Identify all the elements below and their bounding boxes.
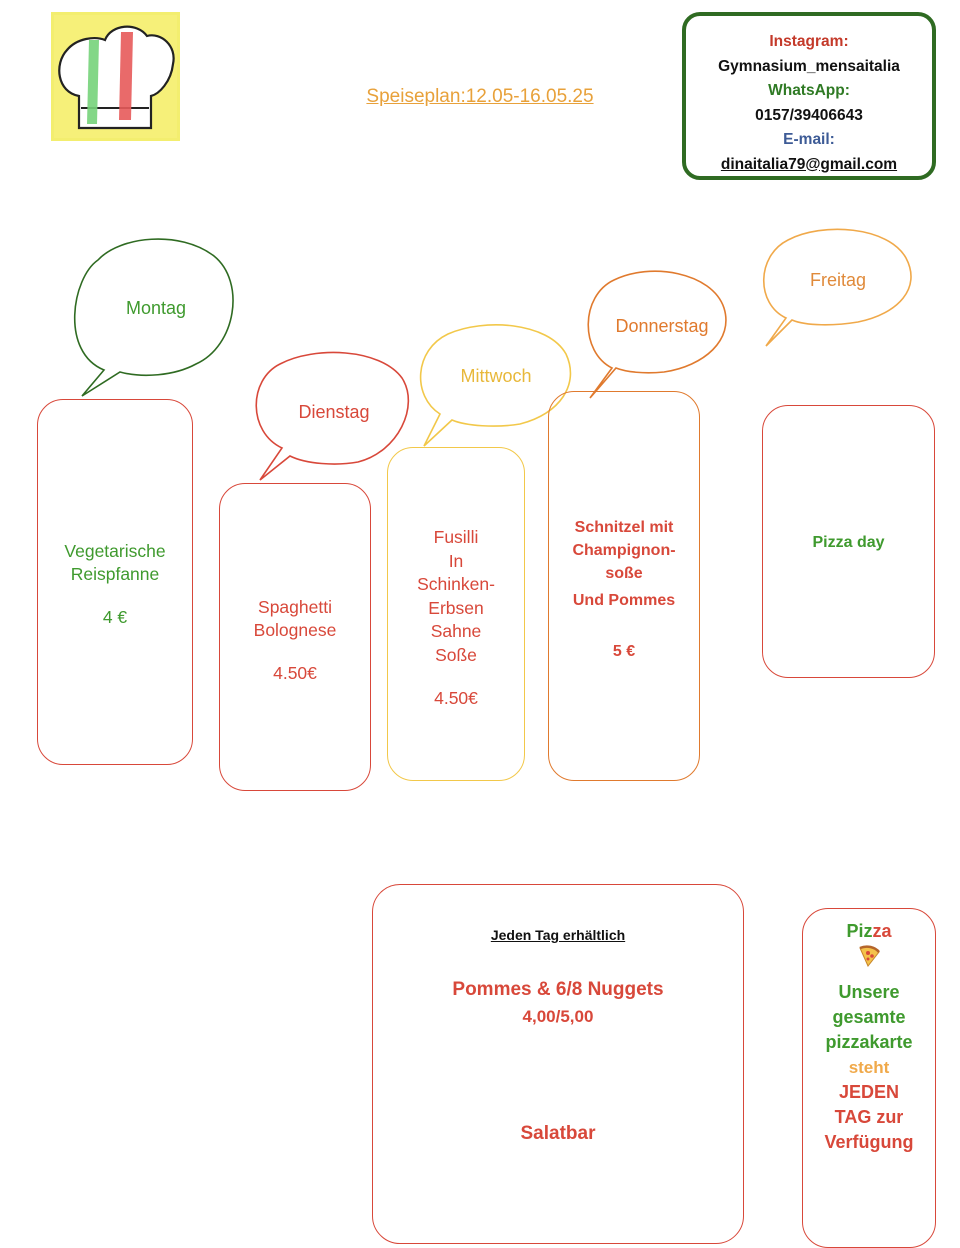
dish-line: soße — [605, 565, 643, 582]
pizza-note-line: Verfügung — [824, 1132, 914, 1152]
dish-line: Champignon- — [572, 542, 676, 559]
day-label-friday: Freitag — [809, 270, 867, 290]
everyday-box: Jeden Tag erhältlich Pommes & 6/8 Nugget… — [372, 884, 744, 1244]
day-label-tuesday: Dienstag — [298, 402, 370, 422]
everyday-heading: Jeden Tag erhältlich — [490, 927, 626, 943]
dish-line: Schnitzel mit — [574, 519, 674, 536]
day-box-friday: Pizza day — [762, 405, 935, 678]
day-box-wednesday: Fusilli In Schinken- Erbsen Sahne Soße 4… — [387, 447, 525, 781]
price: 4.50€ — [434, 688, 478, 708]
dish-line: Sahne — [430, 621, 482, 641]
dish: Pizza day — [812, 534, 885, 551]
contact-box: Instagram: Gymnasium_mensaitalia WhatsAp… — [682, 12, 936, 180]
day-label-thursday: Donnerstag — [615, 316, 709, 336]
everyday-item-price: 4,00/5,00 — [522, 1007, 594, 1026]
pizza-note-line: gesamte — [832, 1007, 906, 1027]
price: 4 € — [102, 607, 128, 627]
day-box-thursday: Schnitzel mit Champignon- soße Und Pomme… — [548, 391, 700, 781]
dish-line: Fusilli — [433, 527, 479, 547]
pizza-slice-icon — [803, 944, 935, 972]
dish-line: Soße — [435, 644, 477, 665]
day-box-tuesday: Spaghetti Bolognese 4.50€ — [219, 483, 371, 791]
pizza-note-line: JEDEN — [838, 1082, 900, 1102]
whatsapp-label: WhatsApp: — [768, 82, 850, 99]
pizza-note-line: TAG zur — [834, 1107, 904, 1127]
price: 4.50€ — [273, 663, 317, 683]
price: 5 € — [612, 643, 636, 660]
dish-line: Vegetarische — [64, 541, 166, 561]
instagram-handle: Gymnasium_mensaitalia — [718, 57, 900, 75]
pizza-note-line: steht — [848, 1058, 890, 1077]
dish-line: Erbsen — [428, 597, 484, 618]
everyday-item-salad: Salatbar — [520, 1123, 596, 1144]
day-box-monday: Vegetarische Reispfanne 4 € — [37, 399, 193, 765]
everyday-item-nuggets: Pommes & 6/8 Nuggets — [452, 979, 664, 1000]
dish-line: Schinken- — [417, 574, 495, 594]
dish-line: Spaghetti — [258, 597, 332, 617]
dish-line: In — [448, 550, 464, 571]
email-label: E-mail: — [783, 131, 835, 148]
pizza-note-line: pizzakarte — [825, 1032, 913, 1052]
logo — [51, 12, 180, 141]
dish-line: Bolognese — [253, 620, 337, 640]
pizza-note-box: Pizza Unsere gesamte pizzakarte steht JE… — [802, 908, 936, 1248]
dish-line: Reispfanne — [70, 564, 160, 584]
day-label-wednesday: Mittwoch — [460, 366, 532, 386]
email-address[interactable]: dinaitalia79@gmail.com — [720, 155, 898, 173]
pizza-note-line: Unsere — [838, 982, 900, 1002]
instagram-label: Instagram: — [769, 33, 849, 50]
whatsapp-number: 0157/39406643 — [755, 106, 863, 124]
menu-title: Speiseplan:12.05-16.05.25 — [366, 86, 594, 107]
pizza-title-part1: Piz — [846, 921, 873, 941]
pizza-title-part2: za — [872, 921, 892, 941]
dish-line: Und Pommes — [572, 592, 676, 609]
day-label-monday: Montag — [125, 298, 187, 318]
pizza-title: Pizza — [803, 919, 935, 944]
